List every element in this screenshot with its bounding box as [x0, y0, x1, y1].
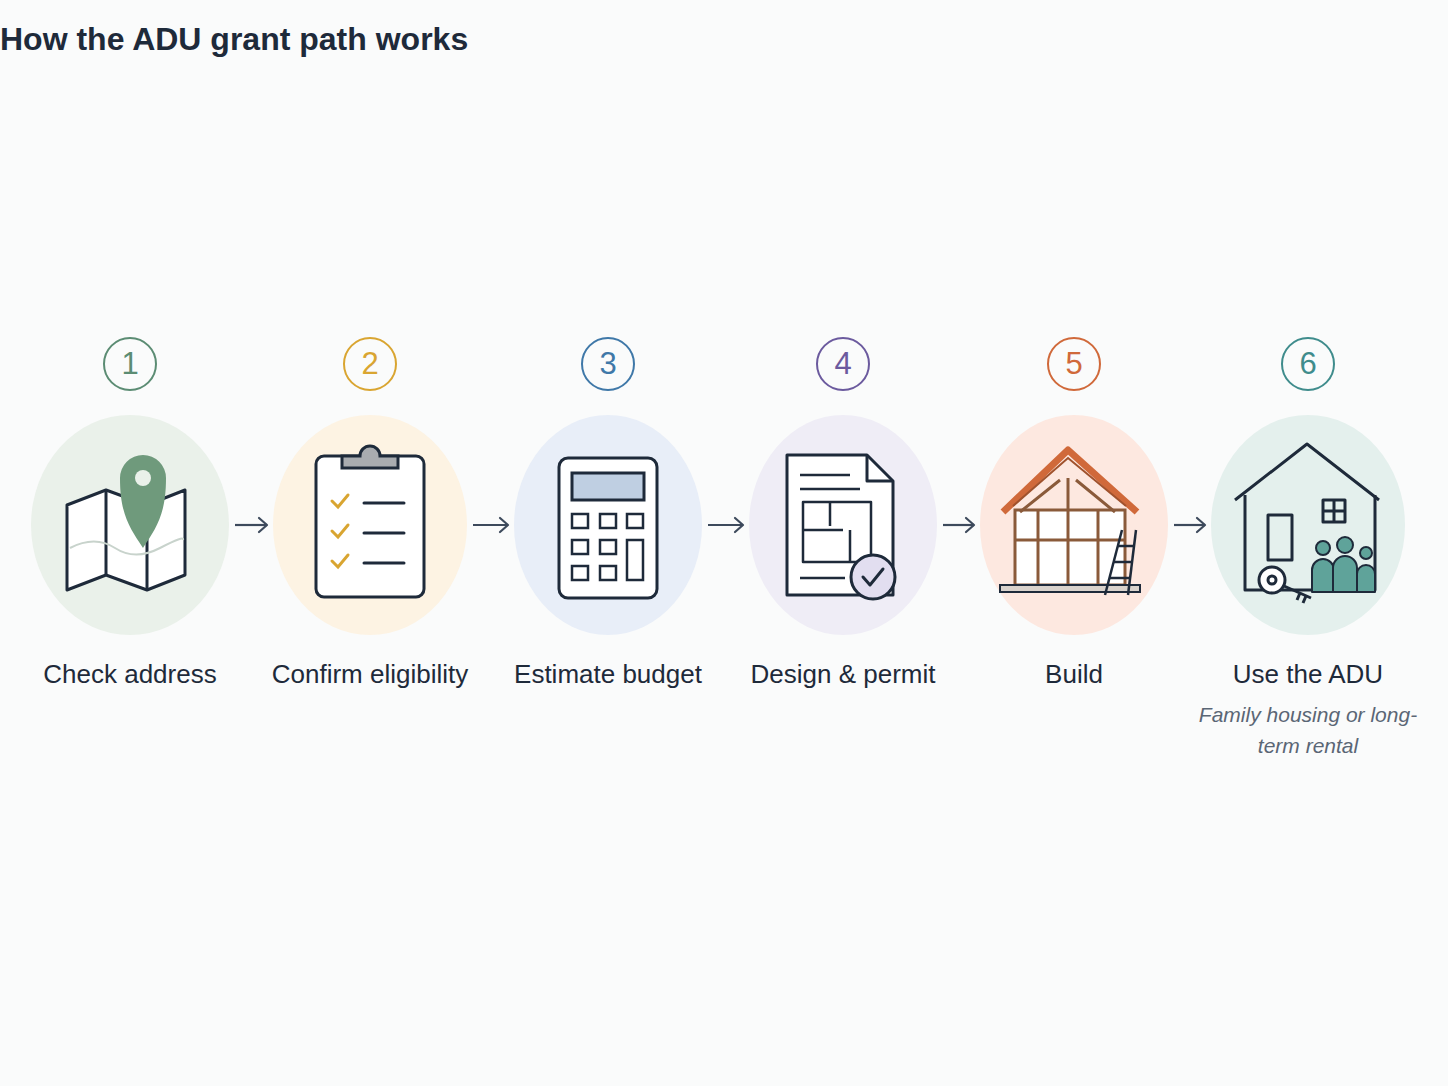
step-arrow [1174, 518, 1205, 532]
step-arrow [943, 518, 974, 532]
step-label: Design & permit [751, 659, 936, 690]
calculator-icon [559, 458, 657, 598]
permit-document-icon [787, 455, 895, 599]
checklist-icon [316, 446, 424, 597]
step-note: Family housing or long-term rental [1198, 699, 1418, 761]
step-node: 3Estimate budget [514, 415, 702, 635]
step-number: 1 [103, 337, 157, 391]
step-label: Estimate budget [514, 659, 702, 690]
map-icon [67, 455, 185, 590]
step-number: 6 [1281, 337, 1335, 391]
step-node: 4Design & permit [749, 415, 937, 635]
step-node: 1Check address [31, 415, 229, 635]
step-label: Check address [43, 659, 216, 690]
step-arrow [235, 518, 267, 532]
step-label: Confirm eligibility [272, 659, 469, 690]
house-frame-icon [1000, 450, 1140, 595]
step-arrow [473, 518, 508, 532]
step-number: 2 [343, 337, 397, 391]
step-arrow [708, 518, 743, 532]
step-number: 4 [816, 337, 870, 391]
step-node: 2Confirm eligibility [273, 415, 467, 635]
step-node: 6Use the ADUFamily housing or long-term … [1211, 415, 1405, 635]
step-label: Use the ADU [1233, 659, 1383, 690]
step-node: 5Build [980, 415, 1168, 635]
diagram-title: How the ADU grant path works [0, 21, 1448, 58]
step-grounds [31, 415, 1405, 635]
step-label: Build [1045, 659, 1103, 690]
home-icon [1235, 444, 1379, 603]
step-number: 5 [1047, 337, 1101, 391]
step-number: 3 [581, 337, 635, 391]
